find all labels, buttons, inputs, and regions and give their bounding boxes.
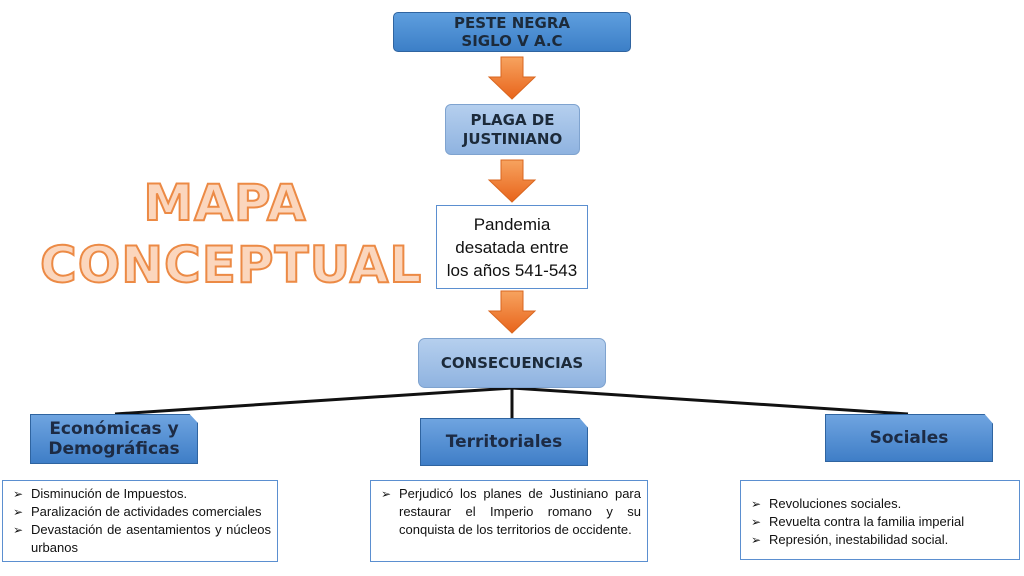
category-territoriales-label: Territoriales bbox=[445, 432, 563, 452]
node-peste-line-2: SIGLO V A.C bbox=[461, 32, 563, 50]
node-consecuencias-label: CONSECUENCIAS bbox=[440, 354, 584, 372]
down-arrow-3 bbox=[487, 290, 537, 334]
page-title: MAPA CONCEPTUAL bbox=[39, 172, 423, 296]
connector-line-left bbox=[114, 386, 513, 416]
category-territoriales: Territoriales bbox=[420, 418, 588, 466]
list-item: Revoluciones sociales. bbox=[743, 495, 1013, 513]
list-item: Disminución de Impuestos. bbox=[5, 485, 271, 503]
category-economicas-line-1: Económicas y bbox=[49, 419, 179, 439]
node-pandemia-line-3: los años 541-543 bbox=[446, 260, 578, 280]
title-line-2: CONCEPTUAL bbox=[39, 235, 423, 295]
list-economicas: Disminución de Impuestos. Paralización d… bbox=[2, 480, 278, 562]
list-item: Paralización de actividades comerciales bbox=[5, 503, 271, 521]
list-territoriales: Perjudicó los planes de Justiniano para … bbox=[370, 480, 648, 562]
category-economicas: Económicas y Demográficas bbox=[30, 414, 198, 464]
node-peste-line-1: PESTE NEGRA bbox=[453, 14, 570, 32]
list-item: Revuelta contra la familia imperial bbox=[743, 513, 1013, 531]
node-plaga-line-1: PLAGA DE bbox=[470, 110, 555, 129]
title-line-1: MAPA bbox=[142, 173, 307, 233]
down-arrow-2 bbox=[487, 159, 537, 203]
list-item: Perjudicó los planes de Justiniano para … bbox=[373, 485, 641, 539]
category-sociales: Sociales bbox=[825, 414, 993, 462]
node-consecuencias: CONSECUENCIAS bbox=[418, 338, 606, 388]
node-plaga-justiniano: PLAGA DE JUSTINIANO bbox=[445, 104, 580, 155]
down-arrow-1 bbox=[487, 56, 537, 100]
node-peste-negra: PESTE NEGRA SIGLO V A.C bbox=[393, 12, 631, 52]
connector-line-right bbox=[511, 386, 909, 416]
node-pandemia-line-2: desatada entre bbox=[455, 237, 569, 257]
category-sociales-label: Sociales bbox=[869, 428, 949, 448]
category-economicas-line-2: Demográficas bbox=[48, 439, 180, 459]
node-plaga-line-2: JUSTINIANO bbox=[462, 129, 563, 148]
list-item: Devastación de asentamientos y núcleos u… bbox=[5, 521, 271, 557]
node-pandemia-line-1: Pandemia bbox=[473, 214, 551, 234]
list-item: Represión, inestabilidad social. bbox=[743, 531, 1013, 549]
node-pandemia: Pandemia desatada entre los años 541-543 bbox=[436, 205, 588, 289]
list-sociales: Revoluciones sociales. Revuelta contra l… bbox=[740, 480, 1020, 560]
